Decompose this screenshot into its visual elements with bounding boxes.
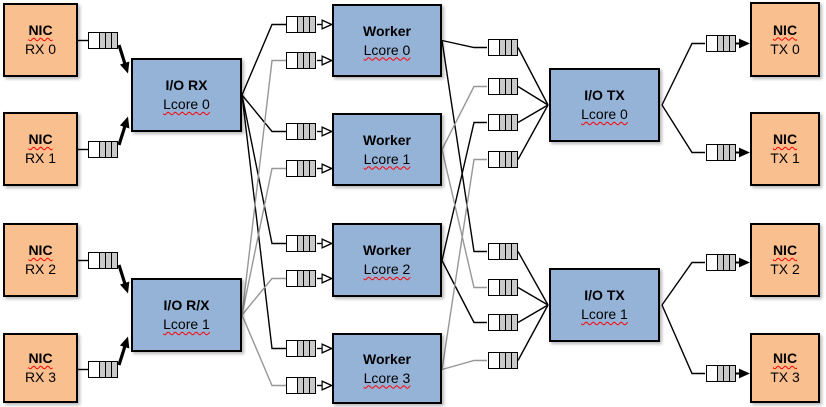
nic-rx-2-port: RX 2 [24,261,57,277]
tx-queues-to-io-tx [517,47,549,361]
queue-icon-iotx0-in2 [488,114,518,131]
queue-icon-iotx1-in0 [488,243,518,260]
io-rx1-to-worker-queues [241,59,287,387]
nic-rx-0-title: NIC [28,22,53,38]
worker-lcore-2: Worker Lcore 2 [332,223,442,297]
queue-icon-iotx0-in1 [488,78,518,95]
queue-icon-worker1-in1 [286,160,316,177]
queue-icon-iotx0-in3 [488,151,518,168]
queue-icon-rx-0 [88,32,118,49]
nic-tx-3-title: NIC [772,350,798,366]
nic-rx-3: NIC RX 3 [3,333,78,403]
worker-2-title: Worker [363,242,411,258]
queue-icon-iotx1-in3 [488,352,518,369]
nic-tx-0-title: NIC [772,21,798,38]
nic-tx-3-port: TX 3 [770,369,800,385]
worker-2-lcore: Lcore 2 [363,261,411,277]
io-rx-1-title: I/O R/X [163,297,210,313]
nic-tx-1-title: NIC [772,131,798,147]
io-rx-lcore-1: I/O R/X Lcore 1 [131,278,242,352]
queue-icon-tx-2 [706,254,736,271]
worker-lcore-3: Worker Lcore 3 [332,333,442,404]
io-rx-1-lcore: Lcore 1 [163,316,210,332]
nic-tx-0-port: TX 0 [770,40,800,57]
io-tx-to-nic-queues [661,42,705,375]
nic-tx-1: NIC TX 1 [750,112,820,186]
io-tx-0-lcore: Lcore 0 [581,106,628,122]
queue-icon-worker3-in0 [286,340,316,357]
nic-tx-2-title: NIC [772,242,798,258]
io-tx-1-lcore: Lcore 1 [581,306,628,322]
nic-rx-2-title: NIC [28,242,53,258]
queue-icon-iotx0-in0 [488,39,518,56]
tx-queue-to-nic-arrows [736,38,750,379]
nic-rx-1-port: RX 1 [24,150,57,166]
worker-3-title: Worker [363,350,411,367]
nic-tx-1-port: TX 1 [770,150,800,166]
queue-icon-tx-1 [706,144,736,161]
io-tx-1-title: I/O TX [584,287,625,303]
io-rx-lcore-0: I/O RX Lcore 0 [131,58,242,132]
worker-3-lcore: Lcore 3 [363,369,411,386]
queue-icon-worker2-in0 [286,235,316,252]
nic-rx-1-title: NIC [28,131,53,147]
nic-rx-3-title: NIC [28,350,53,366]
nic-rx-1: NIC RX 1 [3,112,78,186]
io-tx-lcore-1: I/O TX Lcore 1 [549,268,660,342]
worker-0-title: Worker [363,22,411,39]
queue-icon-iotx1-in1 [488,279,518,296]
nic-rx-0-port: RX 0 [24,41,57,57]
worker-1-title: Worker [363,131,411,148]
nic-rx-3-port: RX 3 [24,369,57,385]
queue-icon-worker2-in1 [286,270,316,287]
nic-rx-0: NIC RX 0 [3,3,78,77]
nic-tx-0: NIC TX 0 [750,2,820,77]
queue-icon-rx-1 [88,141,118,158]
io-rx-0-title: I/O RX [165,77,208,93]
io-rx0-to-worker-queues [241,23,287,350]
nic-tx-2-port: TX 2 [770,261,800,277]
worker-lcore-0: Worker Lcore 0 [332,4,442,77]
queue-icon-worker0-in0 [286,16,316,33]
io-rx-0-lcore: Lcore 0 [163,96,210,112]
queue-icon-iotx1-in2 [488,314,518,331]
nic-tx-2: NIC TX 2 [750,223,820,297]
worker-0-lcore: Lcore 0 [363,41,411,58]
worker-lcore-1: Worker Lcore 1 [332,113,442,186]
queue-icon-rx-2 [88,252,118,269]
queue-icon-rx-3 [88,361,118,378]
queue-icon-worker0-in1 [286,52,316,69]
worker-queue-input-arrows [317,25,322,386]
io-tx-lcore-0: I/O TX Lcore 0 [549,68,660,142]
nic-rx-2: NIC RX 2 [3,223,78,297]
io-tx-0-title: I/O TX [584,87,625,103]
worker1-3-to-tx-queues [441,85,487,371]
nic-tx-3: NIC TX 3 [750,333,820,403]
queue-icon-worker1-in0 [286,123,316,140]
nic-rx-to-queue-stubs [78,39,89,371]
worker-1-lcore: Lcore 1 [363,150,411,167]
queue-icon-tx-3 [706,365,736,382]
rx-queue-to-io-rx-arrows [117,44,130,366]
queue-icon-tx-0 [706,35,736,52]
worker0-2-to-tx-queues [441,39,487,324]
queue-icon-worker3-in1 [286,377,316,394]
